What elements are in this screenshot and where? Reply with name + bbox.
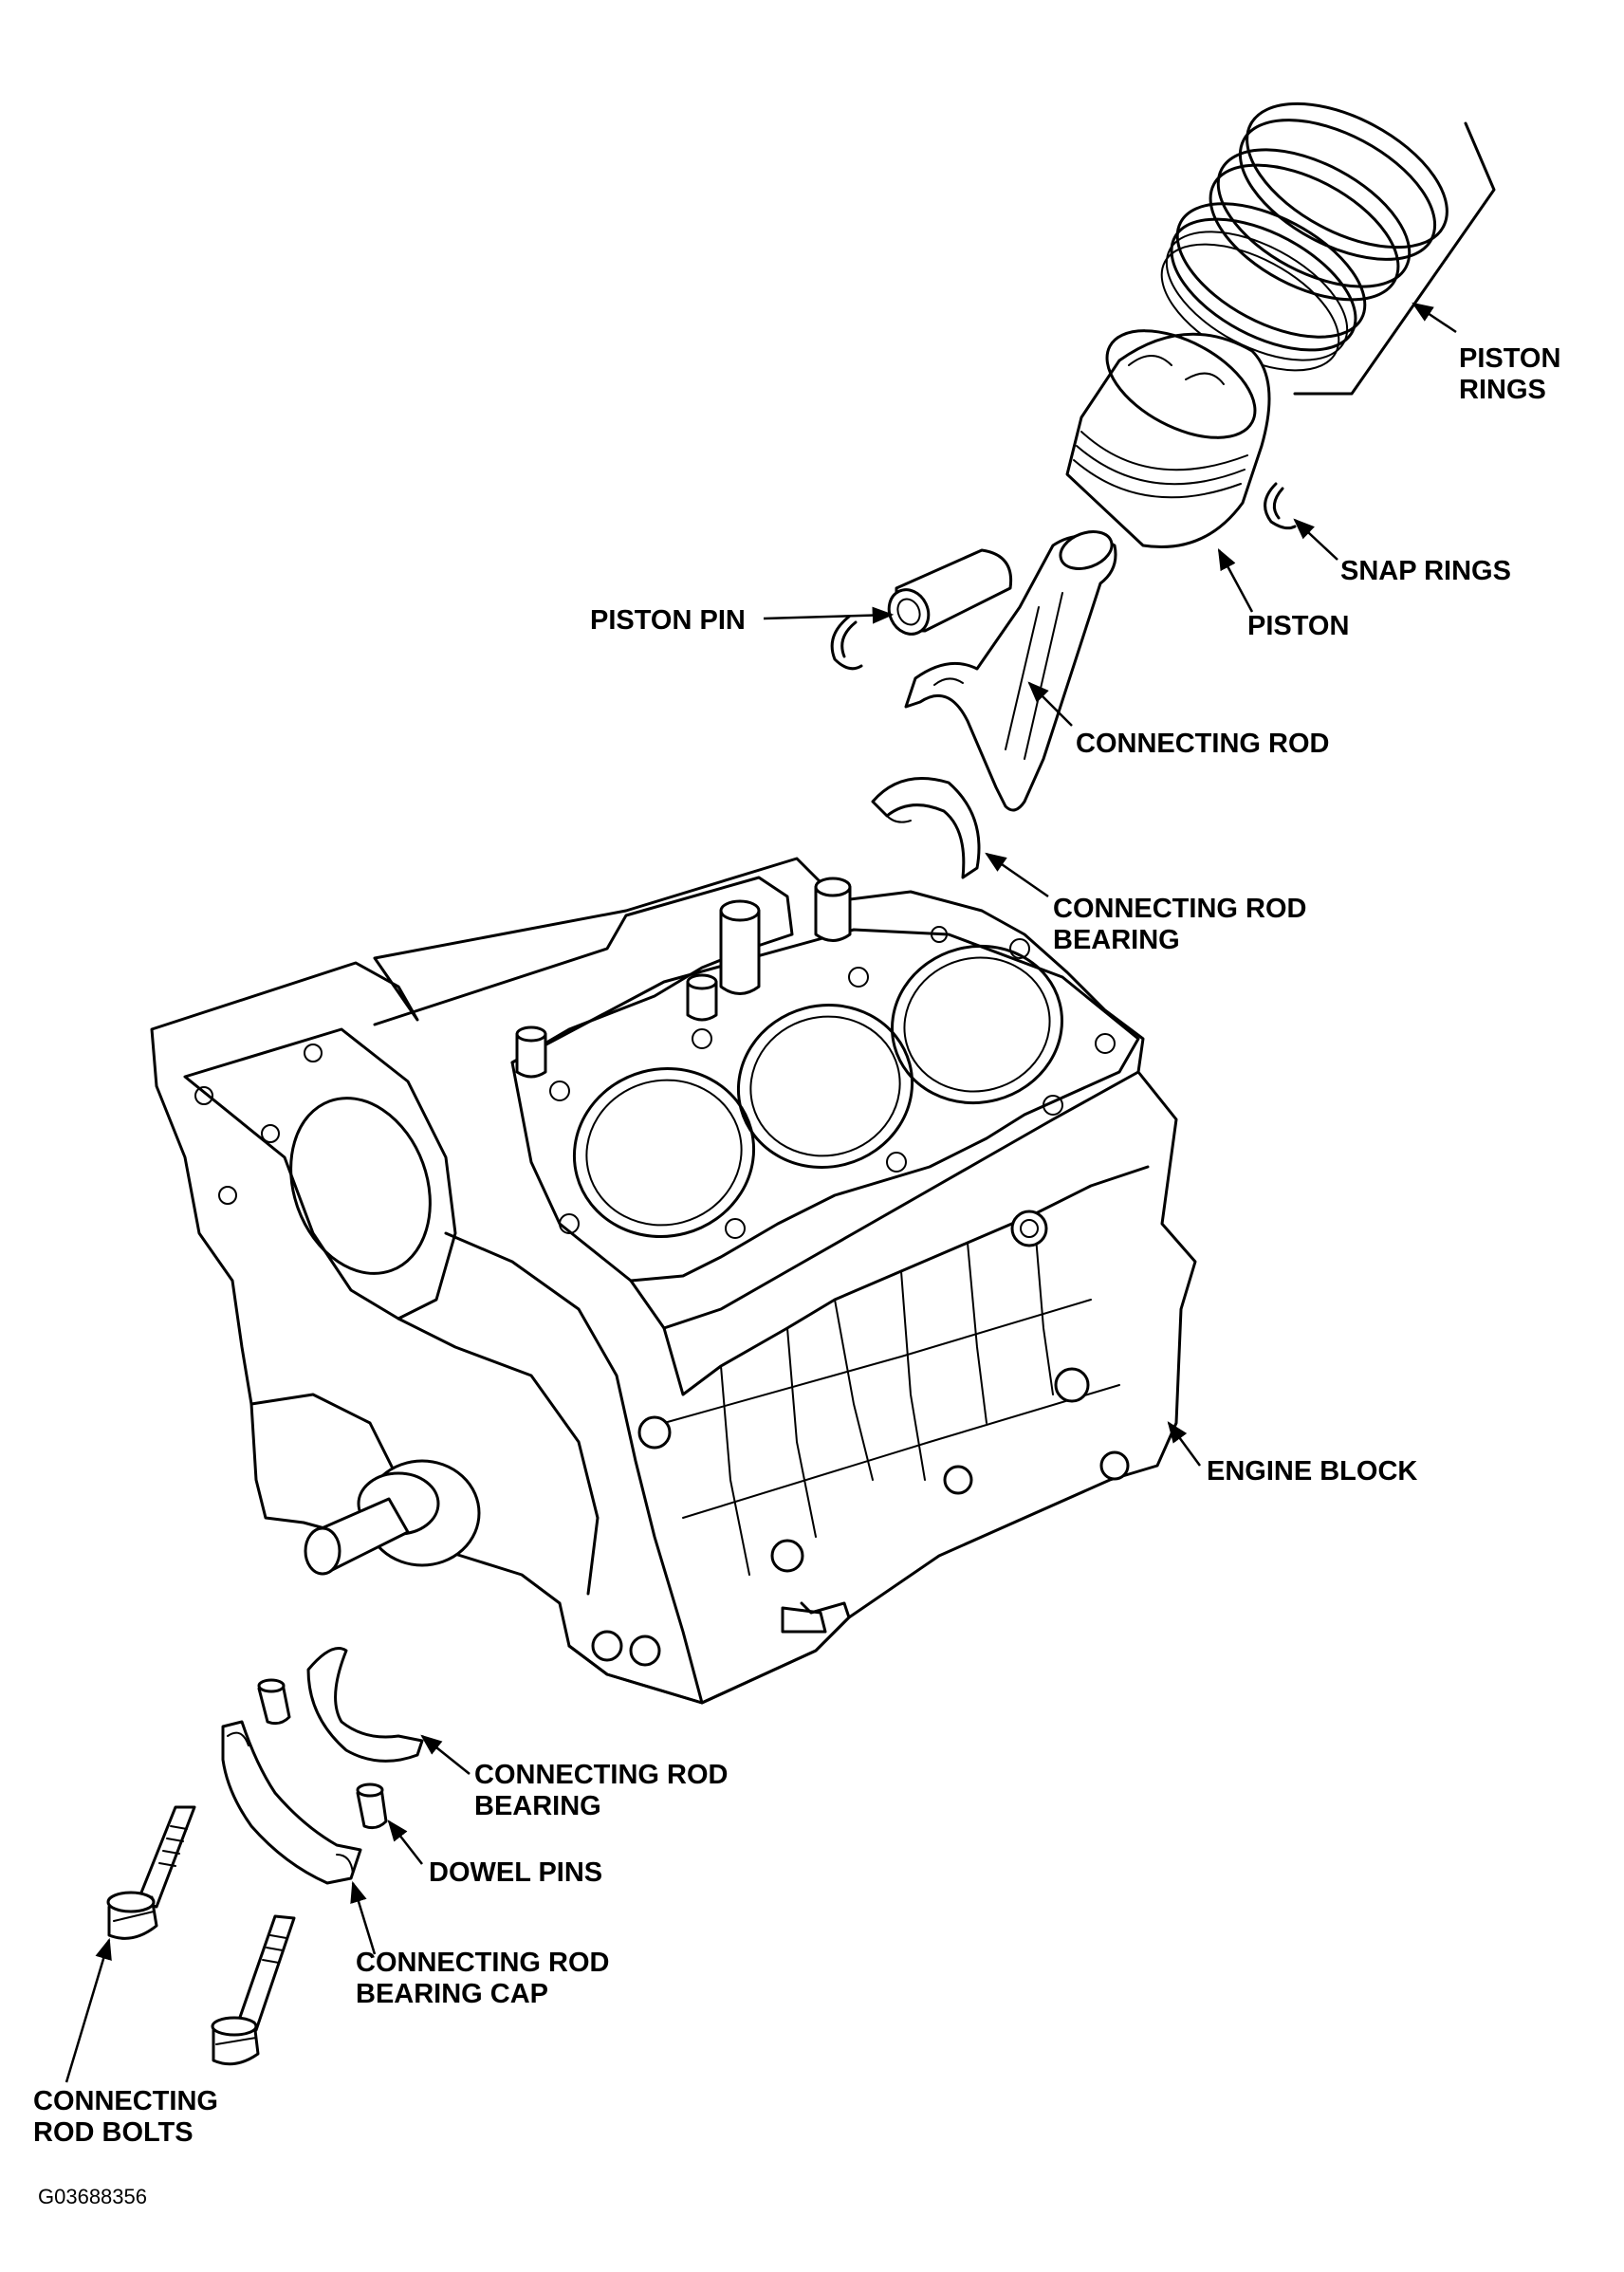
label-snap-rings: SNAP RINGS bbox=[1340, 556, 1511, 586]
label-rod-bolts-2: ROD BOLTS bbox=[33, 2117, 194, 2148]
labels: PISTON RINGS SNAP RINGS PISTON PISTON PI… bbox=[33, 343, 1560, 2208]
leader-lines bbox=[65, 302, 1457, 2083]
connecting-rod-drawing bbox=[904, 530, 1117, 812]
label-bearing-cap-2: BEARING CAP bbox=[356, 1979, 548, 2009]
label-connecting-rod: CONNECTING ROD bbox=[1076, 729, 1329, 759]
leader-bearing-cap bbox=[350, 1880, 377, 1955]
leader-connecting-rod bbox=[1027, 681, 1073, 727]
leader-piston-pin bbox=[763, 606, 895, 624]
figure-id: G03688356 bbox=[38, 2185, 147, 2208]
leader-piston bbox=[1217, 548, 1254, 613]
engine-block-drawing bbox=[150, 857, 1197, 1705]
label-lower-bearing-1: CONNECTING ROD bbox=[474, 1760, 728, 1790]
leader-upper-bearing bbox=[985, 852, 1049, 898]
dowel-pins-drawing bbox=[257, 1678, 388, 1830]
piston-pin-drawing bbox=[887, 548, 1013, 636]
bearing-cap-drawing bbox=[221, 1720, 362, 1885]
leader-piston-rings bbox=[1412, 302, 1457, 334]
lower-rod-bearing-drawing bbox=[306, 1647, 424, 1763]
label-dowel-pins: DOWEL PINS bbox=[429, 1857, 602, 1888]
leader-rod-bolts bbox=[65, 1937, 112, 2083]
crankshaft-snout bbox=[304, 1459, 481, 1576]
label-piston-pin: PISTON PIN bbox=[590, 605, 746, 636]
label-piston-rings-2: RINGS bbox=[1459, 375, 1546, 405]
label-upper-bearing-2: BEARING bbox=[1053, 925, 1180, 955]
piston-drawing bbox=[1065, 329, 1271, 549]
leader-snap-rings bbox=[1293, 518, 1338, 561]
label-lower-bearing-2: BEARING bbox=[474, 1791, 601, 1821]
label-bearing-cap-1: CONNECTING ROD bbox=[356, 1948, 609, 1978]
piston-rings-drawing bbox=[1160, 102, 1496, 396]
rod-bolts-drawing bbox=[106, 1805, 296, 2066]
label-rod-bolts-1: CONNECTING bbox=[33, 2086, 218, 2116]
label-engine-block: ENGINE BLOCK bbox=[1207, 1456, 1417, 1487]
snap-rings-drawing bbox=[830, 482, 1297, 671]
leader-engine-block bbox=[1167, 1421, 1202, 1467]
label-upper-bearing-1: CONNECTING ROD bbox=[1053, 894, 1306, 924]
leader-dowel-pins bbox=[387, 1819, 423, 1865]
upper-rod-bearing-drawing bbox=[871, 777, 981, 879]
leader-lower-bearing bbox=[420, 1734, 471, 1775]
label-piston-rings-1: PISTON bbox=[1459, 343, 1560, 374]
label-piston: PISTON bbox=[1247, 611, 1349, 641]
